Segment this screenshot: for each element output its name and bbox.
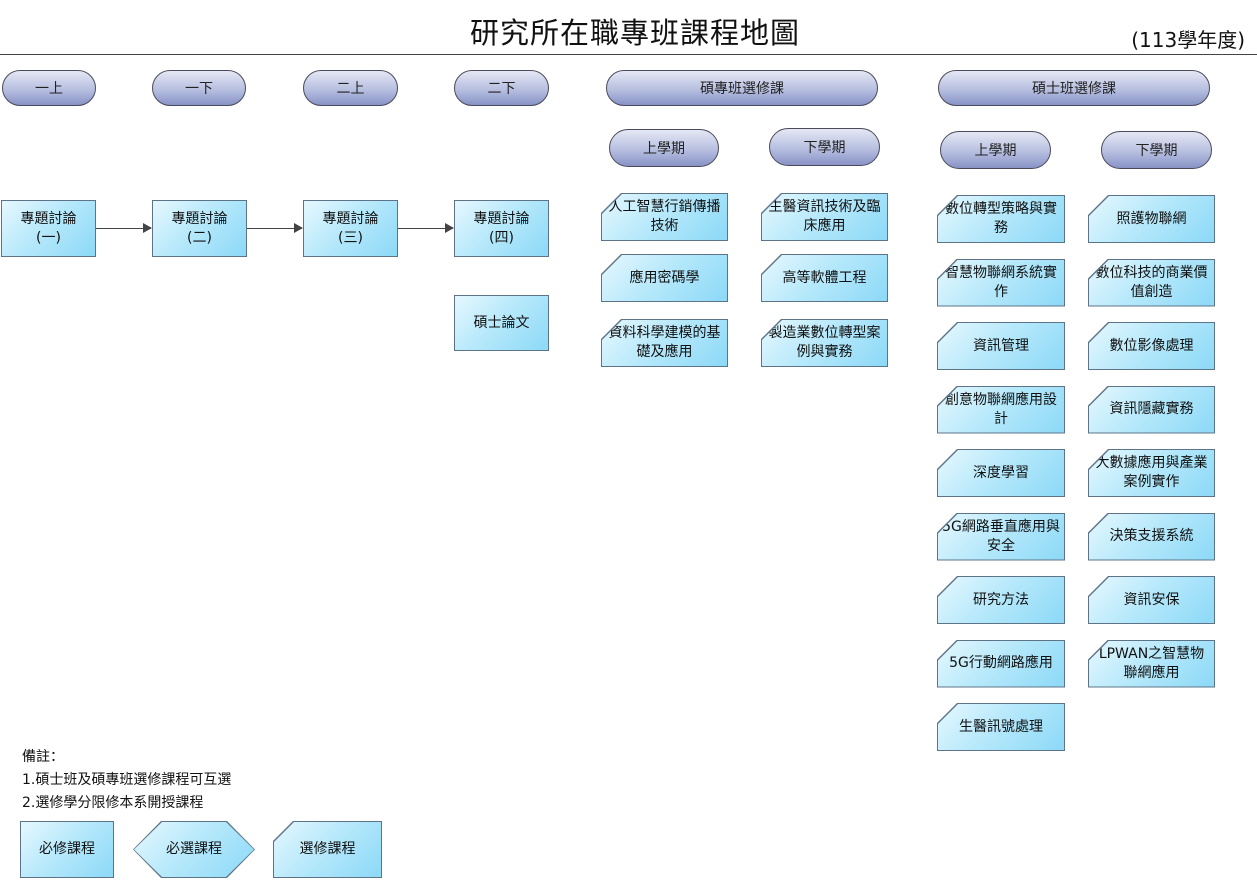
legend-required-elective: 必選課程 [133, 821, 255, 878]
required-course-label: 專題討論 (一) [2, 201, 95, 256]
required-course-label: 專題討論 (四) [455, 201, 548, 256]
elective-course: 大數據應用與產業案例實作 [1088, 449, 1215, 497]
elective-course-label: 人工智慧行銷傳播技術 [602, 194, 727, 240]
elective-course-label: 5G網路垂直應用與安全 [938, 513, 1064, 560]
elective-course: 決策支援系統 [1088, 512, 1215, 561]
elective-course: 5G網路垂直應用與安全 [937, 512, 1065, 561]
elective-course-label: LPWAN之智慧物聯網應用 [1089, 640, 1214, 687]
required-course: 專題討論 (四) [454, 200, 549, 257]
master-elective-header: 碩士班選修課 [938, 70, 1210, 106]
elective-course-label: 高等軟體工程 [762, 255, 887, 301]
elective-course: 智慧物聯網系統實作 [937, 258, 1065, 307]
elective-course-label: 製造業數位轉型案例與實務 [762, 320, 887, 366]
elective-course: 資訊隱藏實務 [1088, 385, 1215, 434]
elective-course-label: 應用密碼學 [602, 255, 727, 301]
elective-course: 5G行動網路應用 [937, 639, 1065, 688]
elective-course: 人工智慧行銷傳播技術 [601, 193, 728, 241]
elective-course: 生醫訊號處理 [937, 703, 1065, 751]
elective-course-label: 創意物聯網應用設計 [938, 386, 1064, 433]
semester-2-1: 二上 [303, 70, 398, 106]
elective-course-label: 資料科學建模的基礎及應用 [602, 320, 727, 366]
page-title: 研究所在職專班課程地圖 [469, 16, 800, 50]
elective-course-label: 照護物聯網 [1089, 196, 1214, 242]
legend-required: 必修課程 [20, 821, 114, 878]
elective-course: 資料科學建模的基礎及應用 [601, 319, 728, 367]
required-course-label: 專題討論 (三) [304, 201, 397, 256]
arrow [247, 223, 303, 233]
elective-course: 數位科技的商業價值創造 [1088, 258, 1215, 307]
elective-course: 數位影像處理 [1088, 322, 1215, 370]
elective-course-label: 資訊安保 [1089, 577, 1214, 623]
required-course-label: 專題討論 (二) [153, 201, 246, 256]
elective-course-label: 資訊隱藏實務 [1089, 386, 1214, 433]
thesis-course: 碩士論文 [454, 295, 549, 351]
elective-course: 資訊管理 [937, 322, 1065, 370]
elective-course: 研究方法 [937, 576, 1065, 624]
legend-required-label: 必修課程 [21, 822, 113, 877]
master-second-term: 下學期 [1101, 131, 1212, 169]
note-1: 1.碩士班及碩專班選修課程可互選 [22, 772, 232, 788]
elective-course: 照護物聯網 [1088, 195, 1215, 243]
elective-course-label: 數位轉型策略與實務 [938, 196, 1064, 242]
pro-elective-header: 碩專班選修課 [606, 70, 878, 106]
elective-course-label: 資訊管理 [938, 323, 1064, 369]
elective-course: 應用密碼學 [601, 254, 728, 302]
required-course: 專題討論 (二) [152, 200, 247, 257]
pro-second-term: 下學期 [769, 128, 880, 166]
elective-course-label: 大數據應用與產業案例實作 [1089, 450, 1214, 496]
semester-1-1: 一上 [2, 70, 96, 106]
arrow [398, 223, 454, 233]
pro-first-term: 上學期 [609, 129, 719, 167]
elective-course-label: 生醫資訊技術及臨床應用 [762, 194, 887, 240]
elective-course: 數位轉型策略與實務 [937, 195, 1065, 243]
required-course: 專題討論 (三) [303, 200, 398, 257]
elective-course: 深度學習 [937, 449, 1065, 497]
elective-course: 生醫資訊技術及臨床應用 [761, 193, 888, 241]
elective-course-label: 深度學習 [938, 450, 1064, 496]
elective-course-label: 研究方法 [938, 577, 1064, 623]
legend-elective-label: 選修課程 [274, 822, 381, 877]
legend-required-elective-label: 必選課程 [134, 822, 254, 877]
elective-course-label: 智慧物聯網系統實作 [938, 259, 1064, 306]
notes-heading: 備註： [22, 749, 64, 765]
elective-course: 資訊安保 [1088, 576, 1215, 624]
elective-course-label: 數位科技的商業價值創造 [1089, 259, 1214, 306]
elective-course-label: 數位影像處理 [1089, 323, 1214, 369]
elective-course-label: 5G行動網路應用 [938, 640, 1064, 687]
elective-course: 創意物聯網應用設計 [937, 385, 1065, 434]
elective-course-label: 決策支援系統 [1089, 513, 1214, 560]
elective-course: 高等軟體工程 [761, 254, 888, 302]
elective-course-label: 生醫訊號處理 [938, 704, 1064, 750]
arrow [96, 223, 152, 233]
legend-elective: 選修課程 [273, 821, 382, 878]
required-course: 專題討論 (一) [1, 200, 96, 257]
elective-course: LPWAN之智慧物聯網應用 [1088, 639, 1215, 688]
master-first-term: 上學期 [940, 131, 1051, 169]
academic-year: (113學年度) [1131, 28, 1245, 52]
semester-2-2: 二下 [454, 70, 549, 106]
title-divider [0, 54, 1257, 55]
note-2: 2.選修學分限修本系開授課程 [22, 795, 204, 811]
thesis-course-label: 碩士論文 [455, 296, 548, 350]
elective-course: 製造業數位轉型案例與實務 [761, 319, 888, 367]
semester-1-2: 一下 [152, 70, 246, 106]
